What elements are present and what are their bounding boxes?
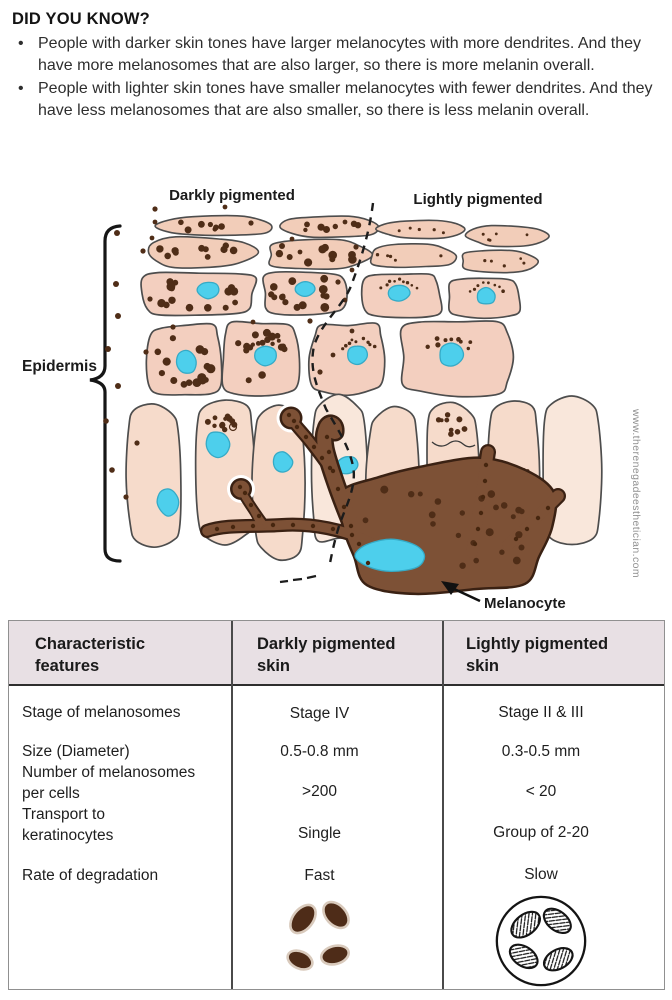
row-label-degradation: Rate of degradation (22, 866, 159, 884)
row-label-illustration (9, 894, 231, 989)
dark-degradation-value: Fast (304, 866, 335, 884)
dark-transport-value: Single (297, 824, 342, 842)
row-label-number: Number of melanosomes per cells (22, 764, 196, 803)
watermark-url: www.therenegadeesthetician.com (630, 409, 642, 579)
column-characteristic-features: Characteristic features Stage of melanos… (9, 621, 231, 989)
column-lightly-pigmented: Lightly pigmented skin Stage II & III 0.… (442, 621, 664, 989)
dark-stage-value: Stage IV (289, 704, 350, 722)
did-you-know-section: DID YOU KNOW? People with darker skin to… (0, 0, 672, 123)
header-lightly-pigmented: Lightly pigmented skin (444, 621, 664, 686)
label-lightly-pigmented: Lightly pigmented (413, 191, 543, 208)
dark-size-value: 0.5-0.8 mm (280, 742, 359, 760)
light-degradation-value: Slow (524, 866, 558, 883)
label-melanocyte: Melanocyte (484, 595, 566, 612)
dark-illustration-cell (233, 894, 442, 989)
light-stage-value: Stage II & III (498, 704, 584, 722)
row-label-transport: Transport to keratinocytes (22, 806, 114, 845)
fact-darker-skin: People with darker skin tones have large… (12, 33, 662, 78)
light-number-value: < 20 (525, 782, 557, 800)
skin-diagram: Darkly pigmented Lightly pigmented Epide… (0, 175, 672, 620)
comparison-table: Characteristic features Stage of melanos… (8, 620, 665, 990)
fact-list: People with darker skin tones have large… (12, 33, 662, 123)
section-title: DID YOU KNOW? (12, 10, 150, 28)
single-melanosomes-icon (285, 901, 350, 971)
row-label-stage: Stage of melanosomes (22, 704, 181, 722)
dark-number-value: >200 (302, 783, 337, 801)
light-transport-value: Group of 2-20 (493, 824, 589, 842)
header-darkly-pigmented: Darkly pigmented skin (233, 621, 442, 686)
label-darkly-pigmented: Darkly pigmented (169, 187, 295, 204)
column-darkly-pigmented: Darkly pigmented skin Stage IV 0.5-0.8 m… (231, 621, 442, 989)
fact-lighter-skin: People with lighter skin tones have smal… (12, 78, 662, 123)
light-illustration-cell (444, 893, 664, 989)
header-characteristic-features: Characteristic features (9, 621, 231, 686)
grouped-melanosomes-icon (495, 895, 587, 987)
epidermis-illustration (89, 202, 603, 603)
label-epidermis: Epidermis (22, 358, 97, 375)
light-size-value: 0.3-0.5 mm (501, 742, 581, 760)
row-label-size: Size (Diameter) (22, 742, 130, 760)
